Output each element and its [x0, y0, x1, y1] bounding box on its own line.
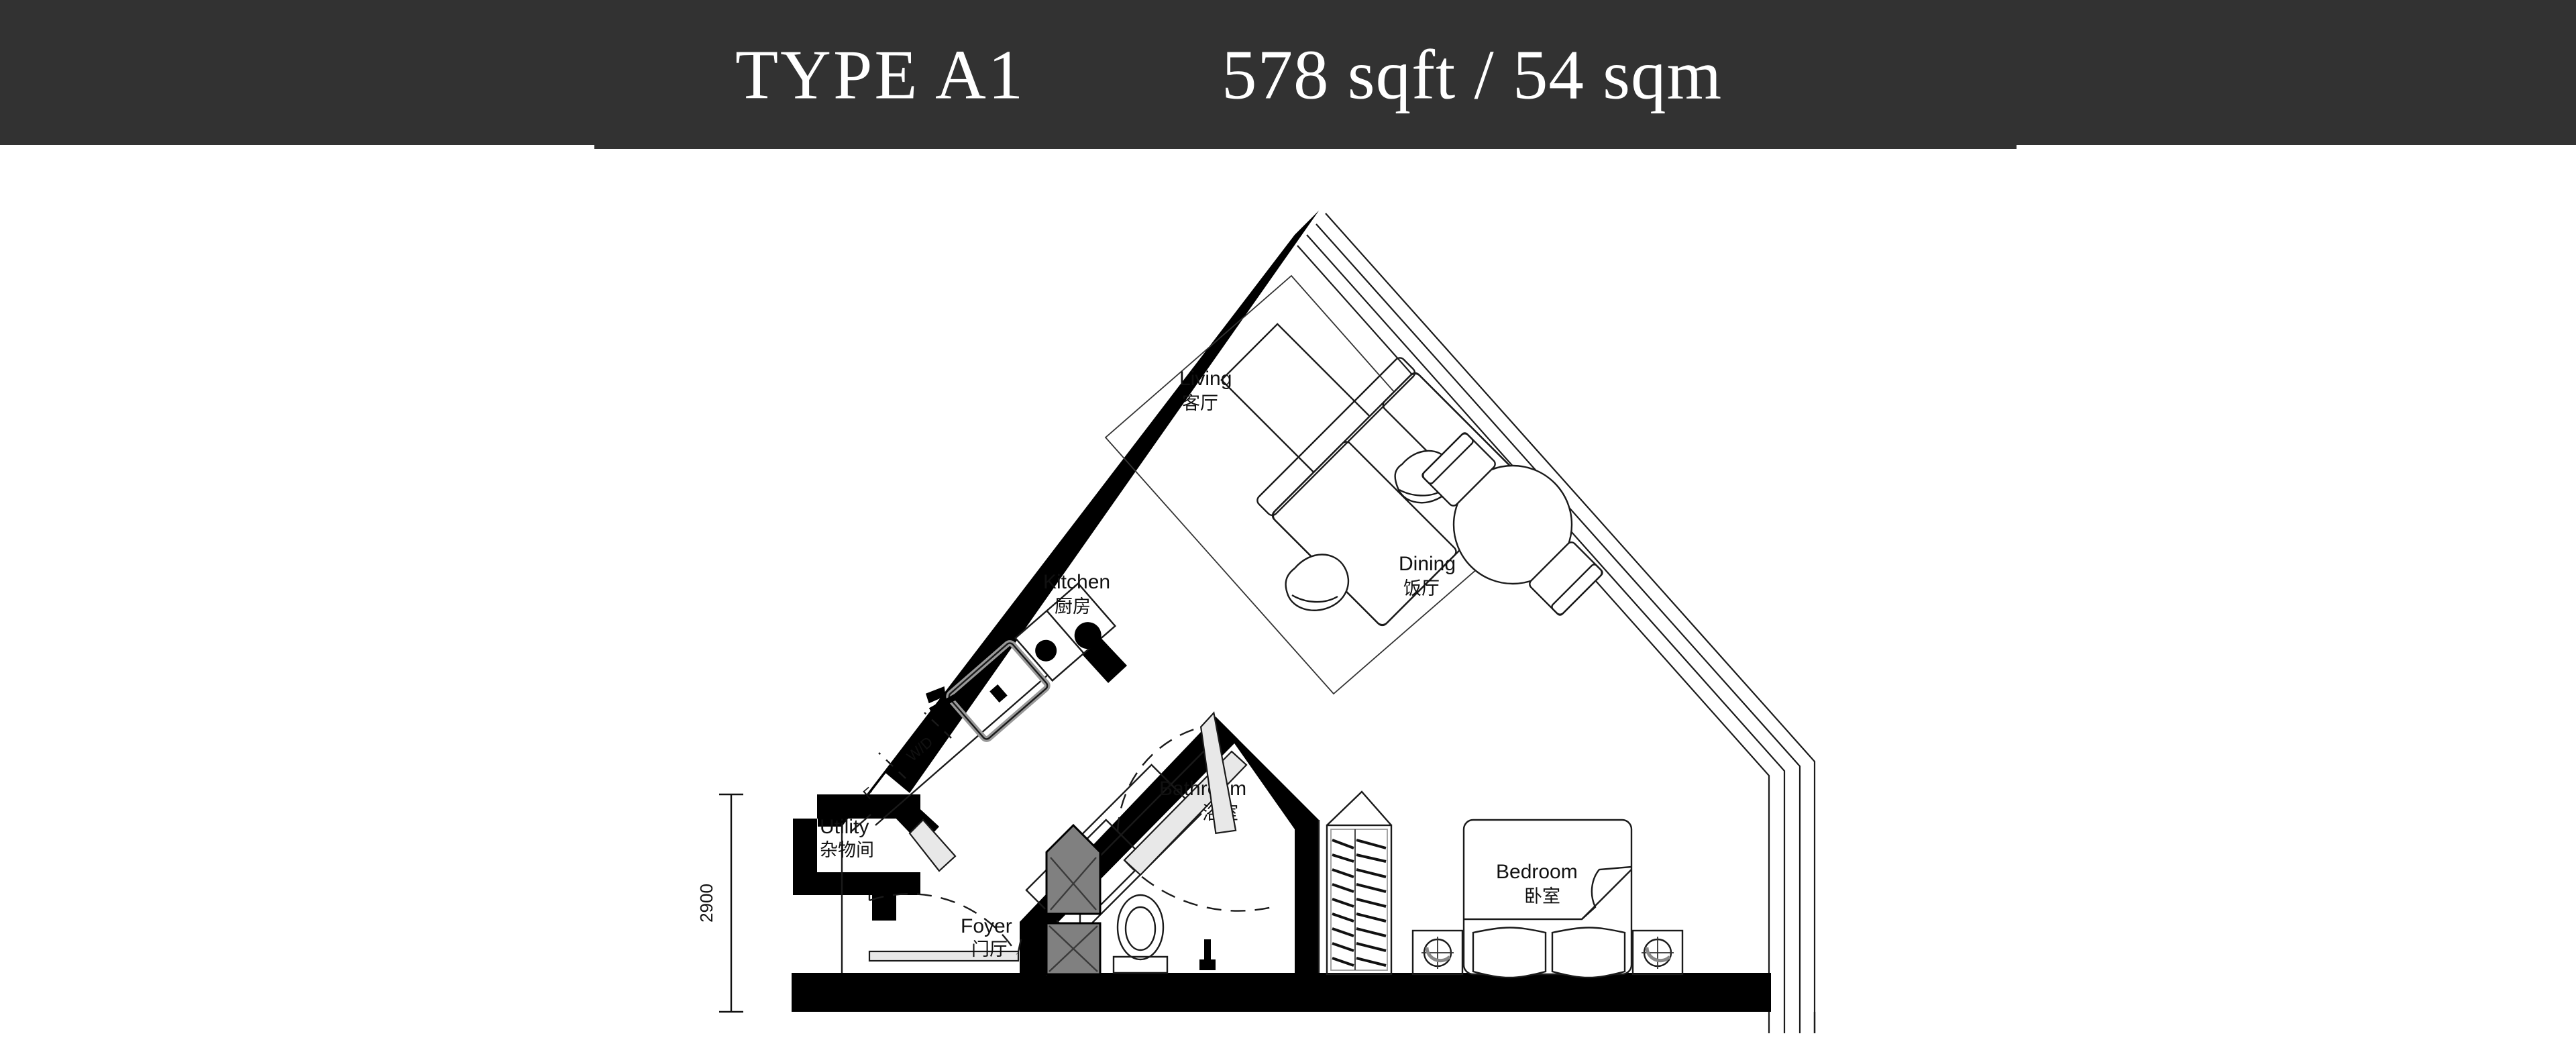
header-panel-center: [594, 0, 2017, 149]
bedroom-group: Bedroom 卧室: [1411, 819, 1684, 979]
service-shaft-lower: [1045, 922, 1102, 976]
dimension-label-left-depth: 2900: [696, 884, 716, 923]
header-panel-right: [2017, 0, 2576, 145]
room-label-utility-en: Utility: [820, 816, 869, 838]
exterior-wall-upper-left: [818, 211, 1319, 827]
dimension-label-overall-width: 11200: [1279, 1043, 1326, 1044]
room-label-dining-cn: 饭厅: [1403, 578, 1440, 599]
room-label-kitchen-en: Kitchen: [1043, 571, 1110, 593]
room-label-foyer-cn: 门厅: [971, 939, 1008, 960]
dining-room-group: Dining 饭厅: [1399, 432, 1603, 616]
header-panel-left: [0, 0, 594, 145]
unit-type-label: TYPE A1: [735, 35, 1026, 114]
header-bar: TYPE A1 578 sqft / 54 sqm: [0, 0, 2576, 149]
unit-area-label: 578 sqft / 54 sqm: [1222, 35, 1723, 114]
room-label-living-en: Living: [1179, 368, 1232, 390]
service-shaft-upper: [1045, 823, 1102, 915]
room-label-kitchen-cn: 厨房: [1055, 596, 1091, 617]
nightstand-right: [1631, 929, 1684, 976]
interior-thin-walls: [841, 820, 1816, 1033]
room-label-bedroom-en: Bedroom: [1496, 861, 1578, 883]
exterior-wall-bottom: [792, 973, 1771, 1012]
bathroom-walls: [1020, 717, 1319, 976]
room-label-foyer-en: Foyer: [961, 915, 1012, 937]
room-label-dining-en: Dining: [1399, 553, 1456, 575]
kitchen-group: F W/D Kitchen 厨房: [850, 571, 1117, 833]
room-label-living-cn: 客厅: [1182, 393, 1218, 414]
wardrobe-louver-panel: [1326, 790, 1393, 976]
room-label-bedroom-cn: 卧室: [1524, 886, 1560, 907]
dimension-vertical-left: 2900: [696, 793, 743, 1013]
nightstand-left: [1411, 929, 1464, 976]
header-text-group: TYPE A1 578 sqft / 54 sqm: [594, 0, 2017, 149]
room-label-utility-cn: 杂物间: [820, 840, 874, 861]
dimension-horizontal-bottom: 11200: [1279, 1043, 1326, 1044]
floorplan-drawing: Living 客厅 Dining 饭厅: [696, 211, 1816, 1044]
room-label-bathroom-en: Bathroom: [1159, 778, 1246, 800]
utility-group: Utility 杂物间: [820, 816, 957, 872]
foyer-group: Foyer 门厅: [868, 893, 1022, 962]
floorplan-canvas: Living 客厅 Dining 饭厅: [0, 149, 2576, 1044]
